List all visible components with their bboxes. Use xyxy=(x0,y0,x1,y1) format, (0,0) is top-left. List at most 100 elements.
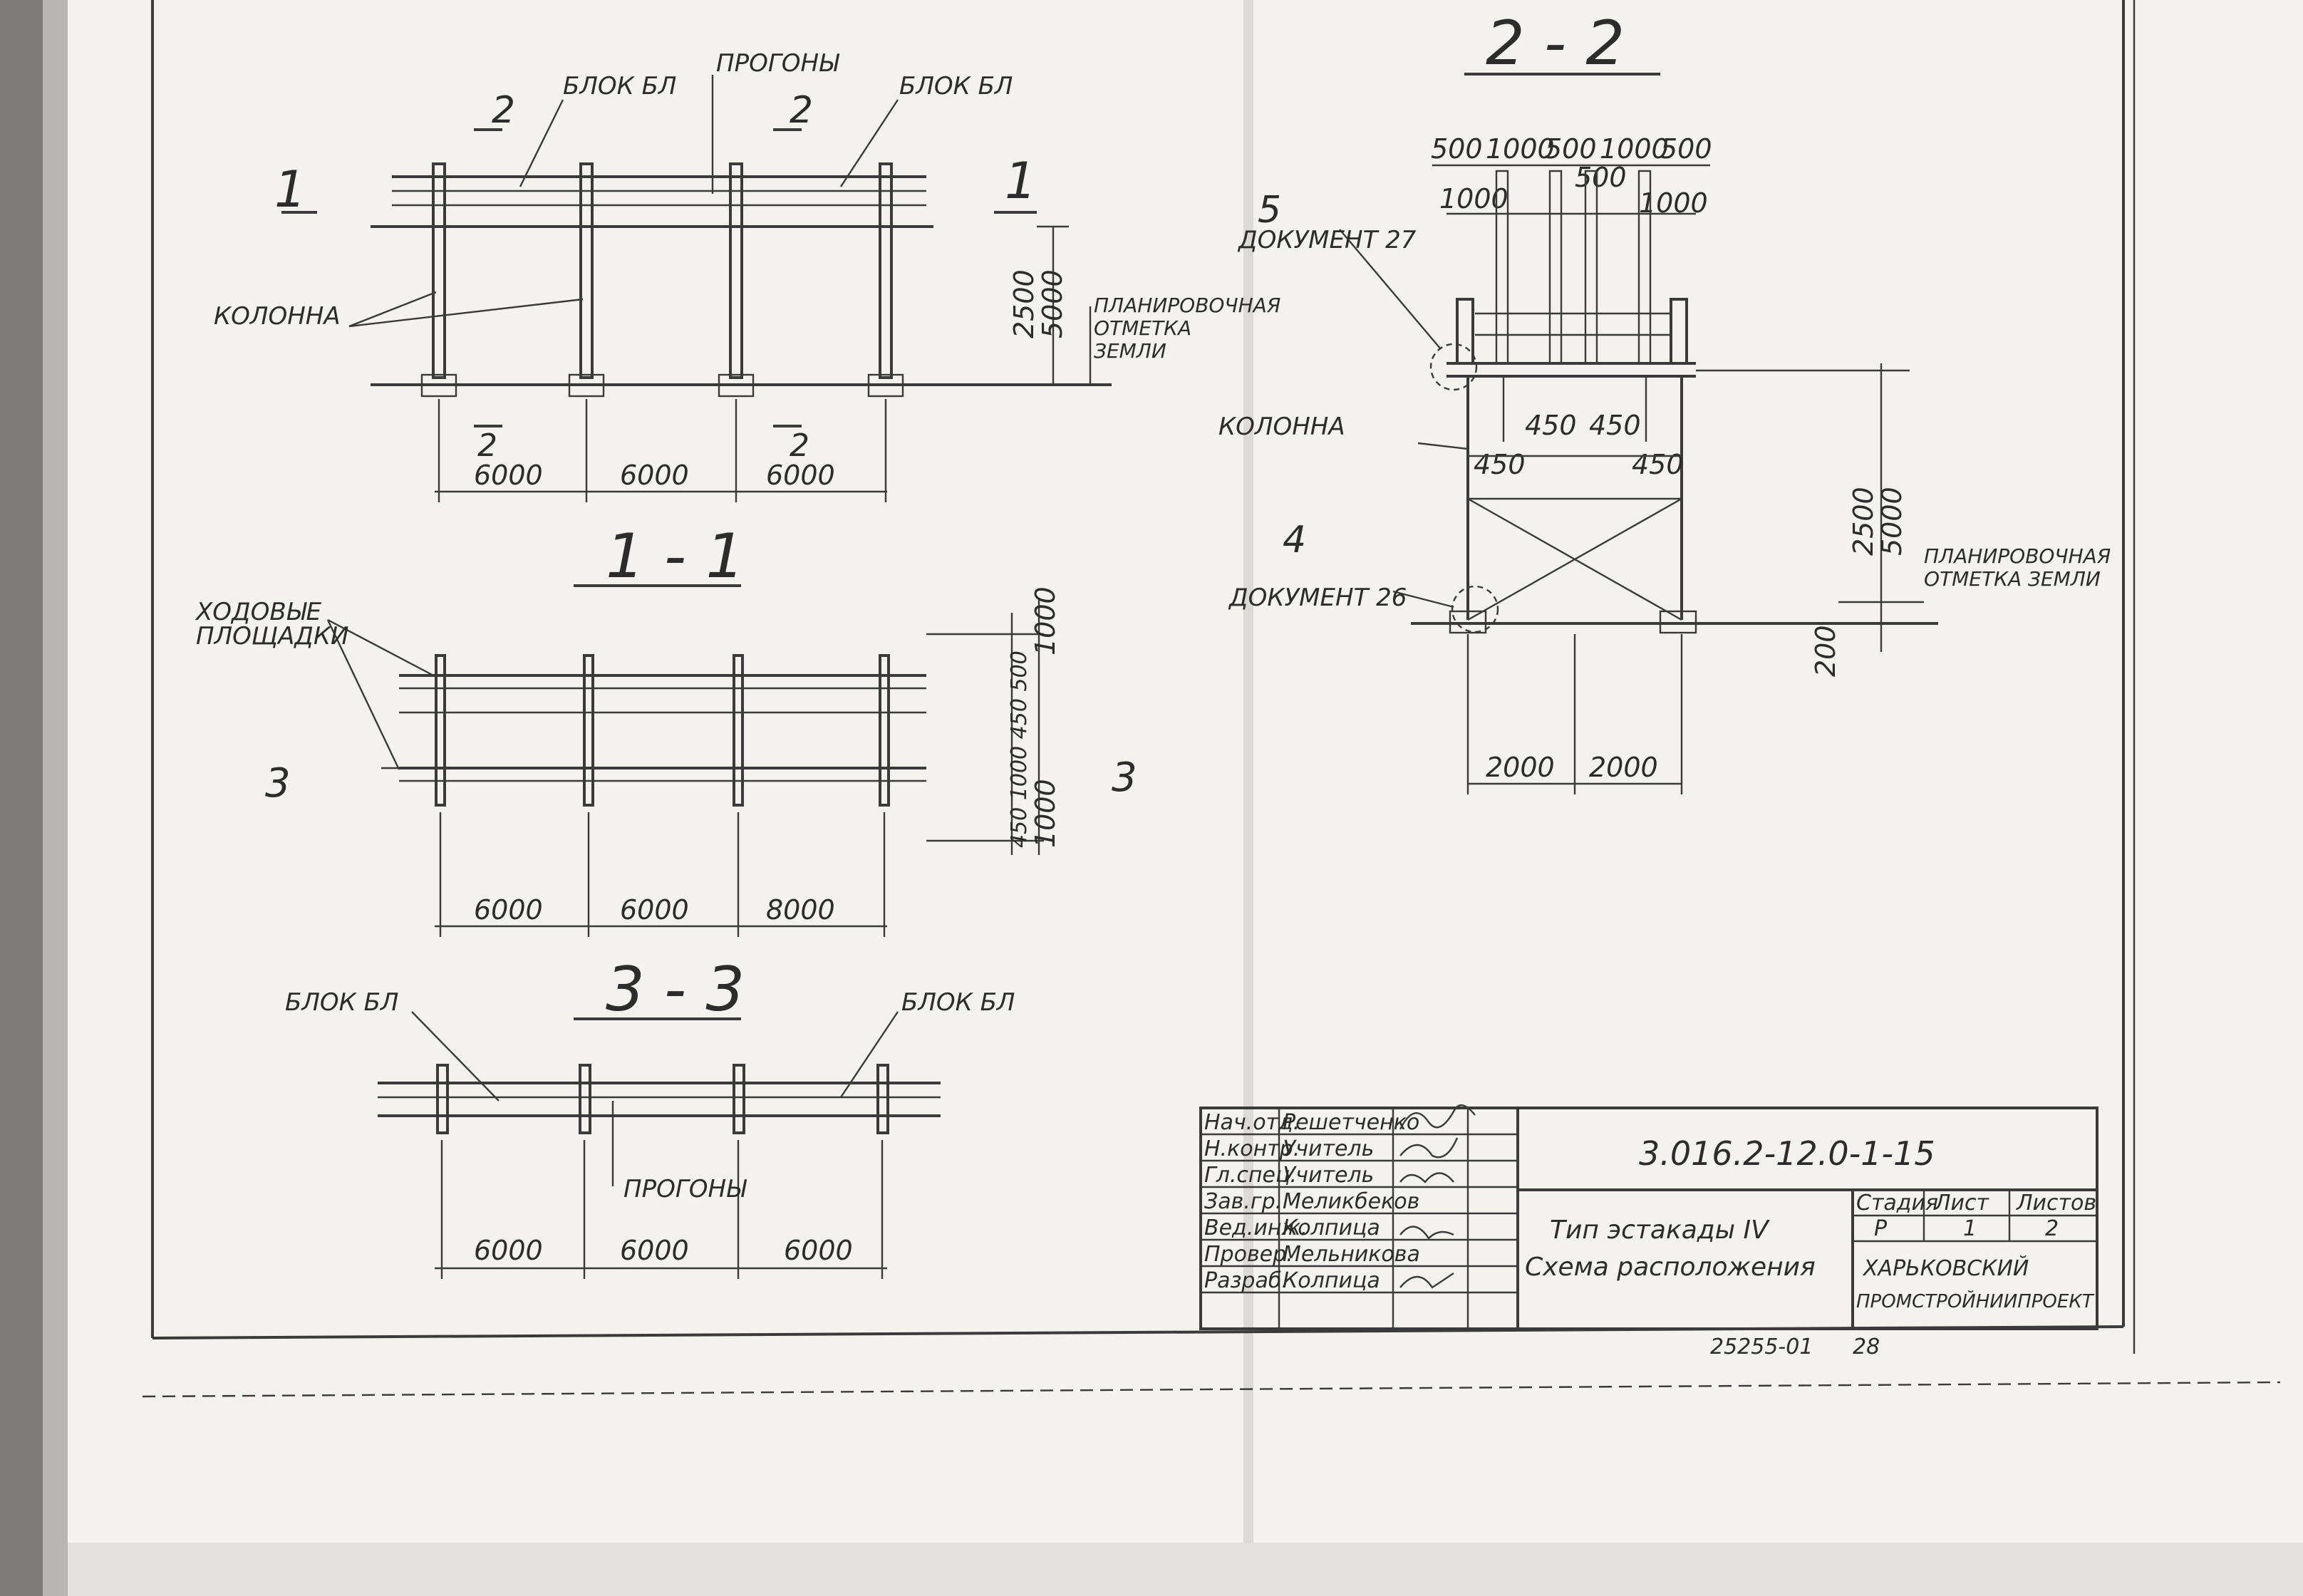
paper-sheet xyxy=(68,0,2303,1553)
column xyxy=(879,654,890,807)
leader-line xyxy=(840,1011,899,1098)
leader-line xyxy=(348,298,584,328)
dimension-5000: 5000 xyxy=(1876,487,1908,556)
span-dimension: 6000 xyxy=(784,1235,853,1266)
name-cell: Учитель xyxy=(1283,1136,1374,1161)
role-cell: Гл.спец. xyxy=(1204,1163,1297,1188)
section-3-3: 3 - 3 БЛОК БЛ БЛОК БЛ ПРОГОНЫ 6000 6000 … xyxy=(285,954,1015,1279)
stage-header: Стадия xyxy=(1856,1191,1938,1216)
ground-level-label: ПЛАНИРОВОЧНАЯ xyxy=(1094,294,1280,317)
span-dimension: 6000 xyxy=(474,460,543,491)
top-dimension: 500 xyxy=(1431,133,1483,165)
organization: ХАРЬКОВСКИЙ xyxy=(1862,1255,2029,1281)
paper-fold xyxy=(1243,0,1253,1553)
walkway-frames xyxy=(1447,170,1696,378)
node-5-circle xyxy=(1429,343,1478,391)
drawing-code: 3.016.2-12.0-1-15 xyxy=(1639,1134,1935,1173)
second-dimension: 1000 xyxy=(1639,187,1708,219)
scan-edge-shadow-inner xyxy=(43,0,71,1596)
node-4-doc: ДОКУМЕНТ 26 xyxy=(1228,584,1407,612)
column xyxy=(733,654,744,807)
role-cell: Вед.инж. xyxy=(1204,1216,1308,1240)
node-5-doc: ДОКУМЕНТ 27 xyxy=(1237,226,1417,254)
block-label-right: БЛОК БЛ xyxy=(899,72,1013,100)
role-cell: Провер. xyxy=(1204,1242,1293,1267)
name-cell: Решетченко xyxy=(1283,1110,1419,1135)
name-cell: Учитель xyxy=(1283,1163,1374,1188)
section-1-1: 1 - 1 ХОДОВЫЕ ПЛОЩАДКИ 3 3 1000 450 1000… xyxy=(195,521,1137,937)
ground-level-label: ЗЕМЛИ xyxy=(1094,339,1166,363)
dimension-450: 450 xyxy=(1632,449,1684,480)
dimension-450: 450 xyxy=(1525,410,1577,441)
column-label: КОЛОННА xyxy=(214,302,341,331)
leader-line xyxy=(1392,590,1454,608)
column xyxy=(729,162,743,379)
title-block-frame xyxy=(1199,1107,2098,1330)
ground-level-label: ОТМЕТКА xyxy=(1094,316,1191,340)
section-title: 1 - 1 xyxy=(606,521,745,592)
section-2-mark: 2 xyxy=(790,89,813,132)
signature xyxy=(1399,1273,1454,1289)
dimension-200: 200 xyxy=(1810,625,1841,677)
column xyxy=(436,1064,449,1134)
dimension-450: 450 xyxy=(1589,410,1641,441)
dimension-1000-top: 1000 xyxy=(1030,586,1061,656)
dimension-450: 450 xyxy=(1474,449,1526,480)
section-title: 3 - 3 xyxy=(606,954,745,1025)
bracing xyxy=(1467,497,1682,621)
leader-line xyxy=(519,99,564,187)
stage-value: Р xyxy=(1874,1216,1888,1241)
leader-line xyxy=(839,99,899,187)
column-label: КОЛОННА xyxy=(1218,413,1345,441)
paper-bottom-edge xyxy=(68,1543,2303,1596)
top-dimension: 500 xyxy=(1545,133,1597,165)
top-dimension: 500 xyxy=(1660,133,1712,165)
leader-line xyxy=(348,291,437,328)
leader-line xyxy=(327,618,437,678)
section-2-mark: 2 xyxy=(492,89,515,132)
dimension-5000: 5000 xyxy=(1037,269,1068,338)
sheet-value: 1 xyxy=(1963,1216,1977,1241)
signature xyxy=(1399,1104,1476,1130)
column xyxy=(733,1064,745,1134)
span-dimension: 8000 xyxy=(766,894,835,926)
column xyxy=(879,162,893,379)
name-cell: Меликбеков xyxy=(1283,1189,1419,1214)
ground-level-label: ОТМЕТКА ЗЕМЛИ xyxy=(1924,567,2101,591)
column xyxy=(432,162,446,379)
role-cell: Н.контр. xyxy=(1204,1136,1300,1161)
cut-1-right-mark: 1 xyxy=(1005,152,1037,210)
bottom-dimension: 2000 xyxy=(1589,752,1658,783)
column xyxy=(579,1064,591,1134)
bottom-dimension: 2000 xyxy=(1486,752,1555,783)
sheet-header: Лист xyxy=(1934,1191,1990,1216)
section-title: 2 - 2 xyxy=(1486,8,1625,79)
name-cell: Колпица xyxy=(1283,1216,1380,1240)
role-cell: Разраб. xyxy=(1204,1268,1288,1293)
signature xyxy=(1399,1137,1459,1159)
top-dimension: 1000 xyxy=(1600,133,1669,165)
column xyxy=(583,654,594,807)
name-cell: Колпица xyxy=(1283,1268,1380,1293)
sheets-value: 2 xyxy=(2045,1216,2059,1241)
cut-1-left-mark: 1 xyxy=(274,160,306,219)
signature xyxy=(1399,1172,1454,1183)
section-2-mark: 2 xyxy=(790,428,809,464)
organization: ПРОМСТРОЙНИИПРОЕКТ xyxy=(1856,1290,2095,1312)
node-4-circle xyxy=(1451,585,1499,633)
span-dimension: 6000 xyxy=(474,1235,543,1266)
block-label-left: БЛОК БЛ xyxy=(563,72,677,100)
span-dimension: 6000 xyxy=(620,1235,689,1266)
page-number: 28 xyxy=(1853,1335,1880,1359)
drawing-description: Схема расположения xyxy=(1525,1253,1816,1282)
second-dimension: 1000 xyxy=(1439,183,1508,214)
purlins-label: ПРОГОНЫ xyxy=(623,1175,747,1203)
cut-3-left-mark: 3 xyxy=(265,760,291,807)
title-block: Нач.отд. Н.контр. Гл.спец. Зав.гр. Вед.и… xyxy=(1199,1104,2098,1359)
dimension-1000-bottom: 1000 xyxy=(1030,779,1061,848)
span-dimension: 6000 xyxy=(620,894,689,926)
node-4-number: 4 xyxy=(1283,519,1306,561)
leader-line xyxy=(1417,442,1469,450)
top-dimension: 1000 xyxy=(1486,133,1555,165)
